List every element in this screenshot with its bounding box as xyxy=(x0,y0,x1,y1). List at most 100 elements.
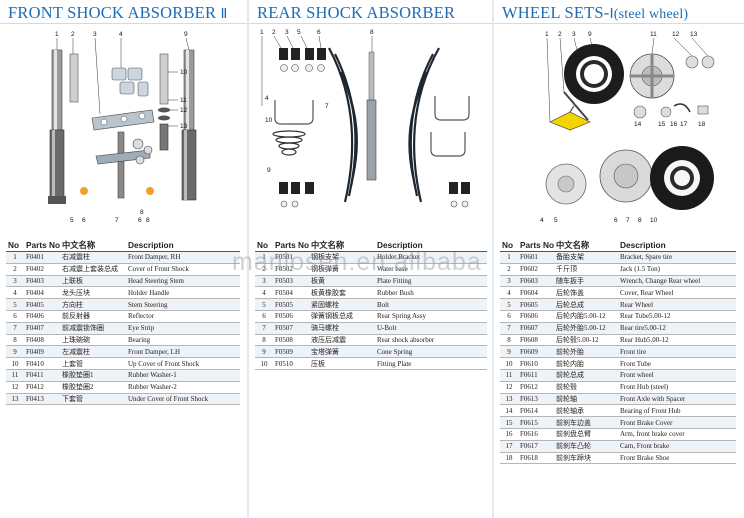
chinese-name: 前轮内胎 xyxy=(554,357,618,370)
part-number: F0610 xyxy=(518,357,554,370)
section-title-wheel-sets: WHEEL SETS-Ⅰ(steel wheel) xyxy=(502,3,689,22)
description: Arm, front brake cover xyxy=(618,428,736,441)
row-number: 10 xyxy=(500,357,518,370)
row-number: 11 xyxy=(500,369,518,382)
diagram-label: 7 xyxy=(115,217,119,224)
chinese-name: 后轮总成 xyxy=(554,298,618,311)
part-number: F0611 xyxy=(518,369,554,382)
description: Bearing xyxy=(126,334,240,347)
row-number: 12 xyxy=(6,381,24,394)
row-number: 18 xyxy=(500,452,518,465)
description: Front Tube xyxy=(618,357,736,370)
row-number: 6 xyxy=(500,310,518,323)
part-number: F0501 xyxy=(273,251,309,264)
row-number: 9 xyxy=(500,345,518,359)
column-header: Parts No xyxy=(273,239,310,252)
chinese-name: 液压后减震 xyxy=(309,334,375,347)
diagram-label: 5 xyxy=(297,29,301,36)
description: Bearing of Front Hub xyxy=(618,404,736,418)
title-divider xyxy=(494,23,744,24)
part-number: F0609 xyxy=(518,345,554,359)
front-shock-diagram: 1 2 3 4 5 6 7 8 6 9 10 11 12 13 8 xyxy=(48,31,197,224)
part-number: F0405 xyxy=(24,298,60,311)
diagram-label: 11 xyxy=(180,97,187,104)
description: Rear Spring Assy xyxy=(375,310,487,323)
table-header-row: No Parts No 中文名称 Description xyxy=(255,239,487,252)
chinese-name: 钢板支架 xyxy=(309,251,375,264)
description: Rear shock absorber xyxy=(375,334,487,347)
diagram-label: 4 xyxy=(265,95,269,102)
row-number: 2 xyxy=(255,263,273,276)
row-number: 8 xyxy=(500,334,518,347)
diagram-label: 9 xyxy=(588,31,592,38)
row-number: 8 xyxy=(255,334,273,347)
chinese-name: 橡胶垫圈2 xyxy=(60,381,126,394)
diagram-label: 11 xyxy=(650,31,657,38)
diagram-label: 3 xyxy=(285,29,289,36)
row-number: 3 xyxy=(6,275,24,288)
chinese-name: 后轮外胎5.00-12 xyxy=(554,322,618,335)
row-number: 15 xyxy=(500,416,518,429)
front-shock-panel: FRONT SHOCK ABSORBER Ⅱ xyxy=(0,0,248,518)
diagram-label: 9 xyxy=(184,31,188,38)
watermark: manlosen.en.alibaba xyxy=(232,248,482,276)
diagram-label: 6 xyxy=(138,217,142,224)
chinese-name: 后轮内胎5.00-12 xyxy=(554,310,618,323)
row-number: 2 xyxy=(6,263,24,276)
chinese-name: 方向柱 xyxy=(60,298,126,311)
description: Cover, Rear Wheel xyxy=(618,286,736,300)
column-header: No xyxy=(6,239,24,252)
row-number: 14 xyxy=(500,404,518,418)
description: Front Damper, LH xyxy=(126,345,240,359)
chinese-name: 前刹车凸轮 xyxy=(554,440,618,453)
diagram-label: 12 xyxy=(180,107,188,114)
description: Cam, Front brake xyxy=(618,440,736,453)
description: Front Brake Cover xyxy=(618,416,736,429)
chinese-name: 左减震柱 xyxy=(60,345,126,359)
description: Rear Tube5.00-12 xyxy=(618,310,736,323)
description: Front Axle with Spacer xyxy=(618,393,736,406)
diagram-label: 9 xyxy=(267,167,271,174)
part-number: F0616 xyxy=(518,428,554,441)
part-number: F0606 xyxy=(518,310,554,323)
part-number: F0603 xyxy=(518,275,554,288)
table-header-row: No Parts No 中文名称 Description xyxy=(6,239,240,252)
part-number: F0402 xyxy=(24,263,60,276)
diagram-label: 6 xyxy=(317,29,321,36)
rear-shock-panel: REAR SHOCK ABSORBER xyxy=(249,0,493,518)
part-number: F0612 xyxy=(518,381,554,394)
diagram-label: 1 xyxy=(545,31,549,38)
part-number: F0615 xyxy=(518,416,554,429)
chinese-name: 右减震柱 xyxy=(60,251,126,264)
column-header: 中文名称 xyxy=(554,239,618,252)
description: Holder Bracket xyxy=(375,251,487,264)
part-number: F0406 xyxy=(24,310,60,323)
row-number: 13 xyxy=(500,393,518,406)
part-number: F0605 xyxy=(518,298,554,311)
part-number: F0505 xyxy=(273,298,309,311)
row-number: 8 xyxy=(6,334,24,347)
diagram-label: 1 xyxy=(260,29,264,36)
chinese-name: 前刹车边盖 xyxy=(554,416,618,429)
chinese-name: 上联板 xyxy=(60,275,126,288)
diagram-label: 2 xyxy=(71,31,75,38)
part-number: F0411 xyxy=(24,369,60,382)
chinese-name: 板黄橡胶套 xyxy=(309,286,375,300)
row-number: 2 xyxy=(500,263,518,276)
